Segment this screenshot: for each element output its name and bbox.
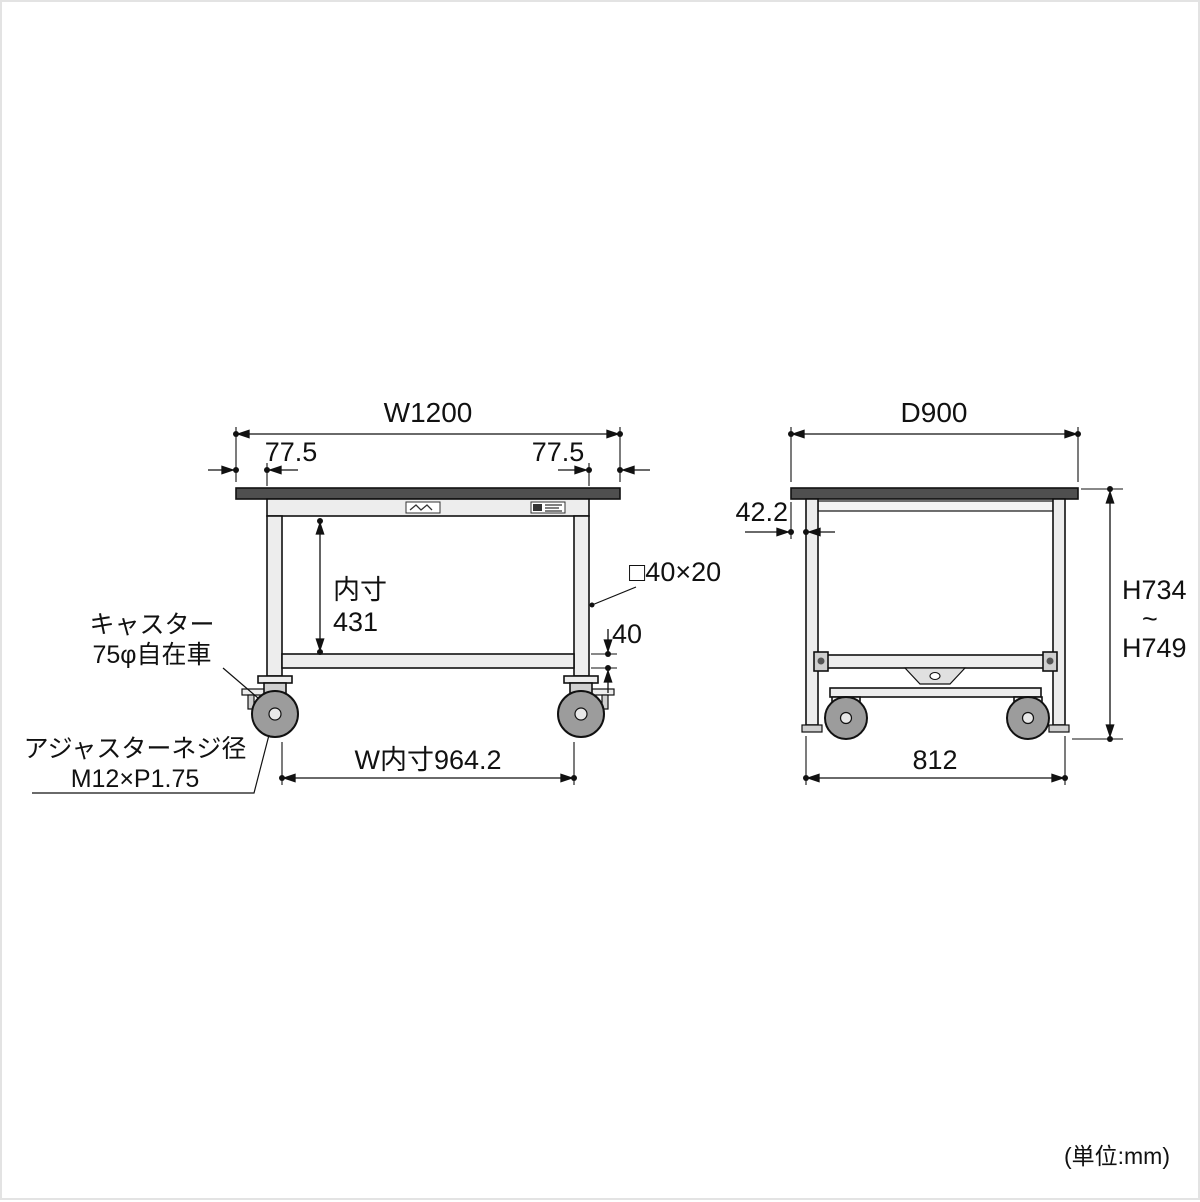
gusset-hole	[929, 671, 941, 681]
dim-overhang-right-text: 77.5	[532, 437, 585, 467]
dim-inner-height-label-text: 内寸	[333, 575, 387, 605]
side-lower-rail	[829, 687, 1042, 698]
label-caster-line2: 75φ自在車	[92, 641, 211, 669]
dim-inner-height-value-text: 431	[333, 607, 378, 637]
dim-height-tilde-text: ~	[1142, 604, 1158, 634]
dim-w1200-text: W1200	[384, 397, 473, 428]
dim-front-inner-width: W内寸964.2	[279, 742, 577, 785]
side-right-foot	[1048, 724, 1070, 733]
dim-top-overhang-text: 42.2	[735, 497, 788, 527]
dim-front-overhang-right: 77.5	[532, 437, 650, 486]
dim-side-top-overhang: 42.2	[735, 497, 835, 539]
label-adjuster-line2: M12×P1.75	[71, 765, 200, 793]
front-right-leg	[573, 515, 590, 677]
dim-side-height-range: H734 ~ H749	[1072, 486, 1187, 742]
side-right-caster-hub	[1021, 711, 1035, 725]
front-right-caster-plate	[563, 675, 599, 684]
front-label-plate-right	[530, 501, 566, 514]
front-label-plate-left	[405, 501, 441, 514]
unit-note: (単位:mm)	[1064, 1143, 1170, 1169]
callout-adjuster: アジャスターネジ径 M12×P1.75	[24, 734, 270, 794]
label-tube-size-text: □40×20	[629, 557, 721, 587]
dim-height-min-text: H734	[1122, 575, 1187, 605]
side-left-caster-hub	[839, 711, 853, 725]
side-top-rail	[817, 500, 1054, 512]
side-right-leg	[1052, 498, 1066, 726]
front-tabletop	[235, 487, 621, 500]
left-bracket-bolt	[817, 657, 825, 665]
dim-front-overhang-left: 77.5	[208, 437, 317, 486]
front-left-caster-plate	[257, 675, 293, 684]
label-adjuster-line1: アジャスターネジ径	[24, 735, 247, 763]
dim-front-bar-height: 40	[591, 619, 642, 693]
right-bracket-bolt	[1046, 657, 1054, 665]
front-left-caster-hub	[268, 707, 282, 721]
front-right-caster-hub	[574, 707, 588, 721]
dim-inner-width-text: W内寸964.2	[354, 745, 501, 775]
side-tabletop	[790, 487, 1079, 500]
side-view: D900 42.2 H734 ~ H749 812	[735, 397, 1187, 785]
front-view: W1200 77.5 77.5 内寸 431	[24, 397, 721, 794]
front-structure	[235, 487, 621, 738]
dim-height-max-text: H749	[1122, 633, 1187, 663]
dim-side-leg-span: 812	[803, 736, 1068, 785]
front-right-adjuster-pin	[601, 694, 609, 710]
dim-bar-height-text: 40	[612, 619, 642, 649]
front-left-caster	[241, 675, 299, 738]
side-lower-frame	[813, 651, 1058, 698]
side-left-caster	[824, 696, 868, 740]
dim-leg-span-text: 812	[912, 745, 957, 775]
callout-tube-size: □40×20	[589, 557, 721, 608]
side-left-foot	[801, 724, 823, 733]
front-left-leg	[266, 515, 283, 677]
side-right-caster	[1006, 696, 1050, 740]
dim-d900-text: D900	[901, 397, 968, 428]
dim-side-total-depth: D900	[788, 397, 1081, 482]
side-structure	[790, 487, 1079, 740]
dim-front-total-width: W1200	[233, 397, 623, 482]
dim-front-inner-height: 内寸 431	[315, 518, 387, 655]
side-lower-bar	[821, 654, 1050, 669]
front-crossbar	[281, 653, 575, 669]
front-right-caster	[557, 675, 615, 738]
label-caster-line1: キャスター	[89, 611, 214, 639]
callout-caster: キャスター 75φ自在車	[89, 611, 259, 699]
dim-overhang-left-text: 77.5	[265, 437, 318, 467]
front-left-adjuster-pin	[247, 694, 255, 710]
